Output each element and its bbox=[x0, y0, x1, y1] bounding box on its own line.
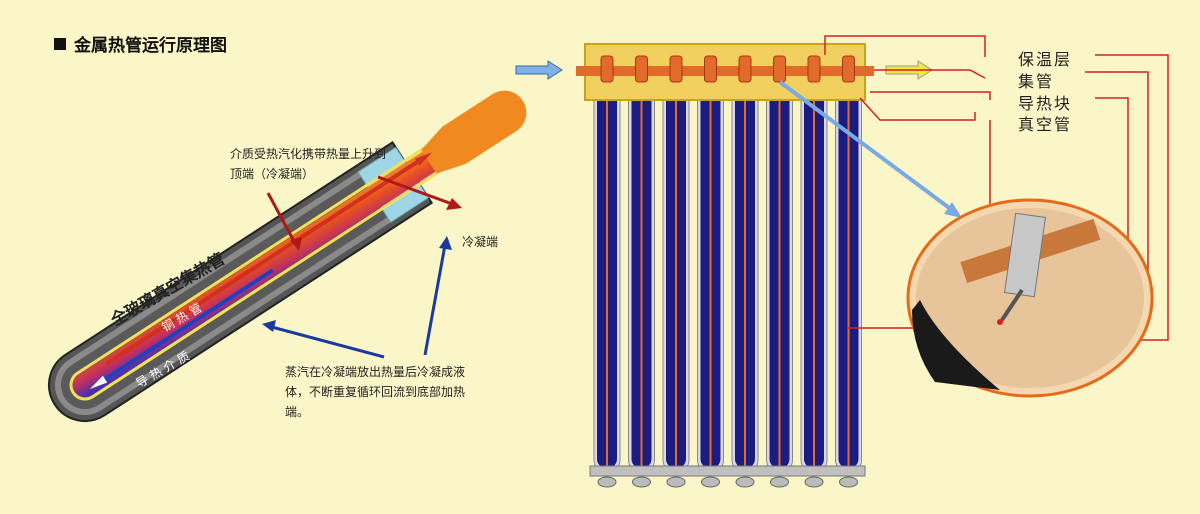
leader-insulation bbox=[824, 35, 986, 57]
leader-fin bbox=[870, 91, 991, 100]
tube-foot bbox=[701, 476, 720, 488]
condenser-connector bbox=[704, 55, 717, 83]
note-bottom-line1: 蒸汽在冷凝端放出热量后冷凝成液 bbox=[285, 365, 466, 379]
condenser-connector bbox=[842, 55, 855, 83]
condenser-connector bbox=[669, 55, 683, 83]
condenser-connector bbox=[807, 55, 821, 83]
condenser-connector bbox=[635, 55, 648, 83]
blue-arrow-condenser bbox=[423, 244, 447, 356]
note-bottom-line2: 体，不断重复循环回流到底部加热 bbox=[285, 385, 466, 399]
header-pipe bbox=[576, 66, 874, 76]
liquid-return-arrow bbox=[103, 268, 274, 381]
note-top-line2: 顶端（冷凝端） bbox=[230, 167, 315, 181]
note-top-line1: 介质受热汽化携带热量上升到 bbox=[230, 147, 387, 161]
header-connectors bbox=[600, 55, 855, 83]
condenser-connector bbox=[600, 55, 614, 83]
tube-foot bbox=[770, 476, 789, 488]
inlet-arrow-icon bbox=[515, 60, 563, 80]
label-fin: 导热块 bbox=[1018, 94, 1073, 113]
note-bottom-line3: 端。 bbox=[285, 405, 310, 419]
tube-foot bbox=[666, 476, 686, 488]
label-header: 集管 bbox=[1018, 72, 1055, 91]
page-title: 金属热管运行原理图 bbox=[54, 31, 227, 56]
bottom-rail bbox=[589, 465, 866, 477]
red-arrow-top bbox=[377, 175, 456, 207]
tube-foot bbox=[632, 476, 651, 488]
tube-foot bbox=[735, 476, 755, 488]
zoom-arrow bbox=[778, 80, 954, 212]
condenser-connector bbox=[773, 55, 786, 83]
detail-dark-tube bbox=[912, 300, 1000, 390]
condense-end-label: 冷凝端 bbox=[462, 235, 499, 249]
tube-foot bbox=[804, 476, 824, 488]
label-insulation: 保温层 bbox=[1018, 50, 1073, 69]
blue-arrow-bottom bbox=[267, 324, 385, 359]
condenser-bulb bbox=[421, 90, 527, 174]
copper-pipe bbox=[69, 131, 464, 401]
square-bullet-icon bbox=[54, 37, 66, 50]
leader-header bbox=[874, 69, 986, 79]
note-bottom: 蒸汽在冷凝端放出热量后冷凝成液 体，不断重复循环回流到底部加热 端。 bbox=[285, 362, 465, 422]
tube-foot bbox=[839, 476, 858, 488]
tube-foot bbox=[597, 476, 617, 488]
vapor-rise-arrow bbox=[105, 160, 419, 366]
condenser-connector bbox=[738, 55, 752, 83]
vacuum-tubes bbox=[593, 89, 862, 473]
red-arrow-mid bbox=[266, 192, 298, 246]
heat-pipe-diagram: 全玻璃真空集热管 铜 热 管 导 热 介 质 bbox=[48, 90, 527, 422]
title-text: 金属热管运行原理图 bbox=[74, 36, 227, 56]
label-vacuum: 真空管 bbox=[1018, 115, 1073, 134]
note-top: 介质受热汽化携带热量上升到 顶端（冷凝端） bbox=[230, 144, 386, 184]
tube-feet bbox=[597, 476, 858, 488]
leader-vacuum bbox=[859, 97, 976, 121]
